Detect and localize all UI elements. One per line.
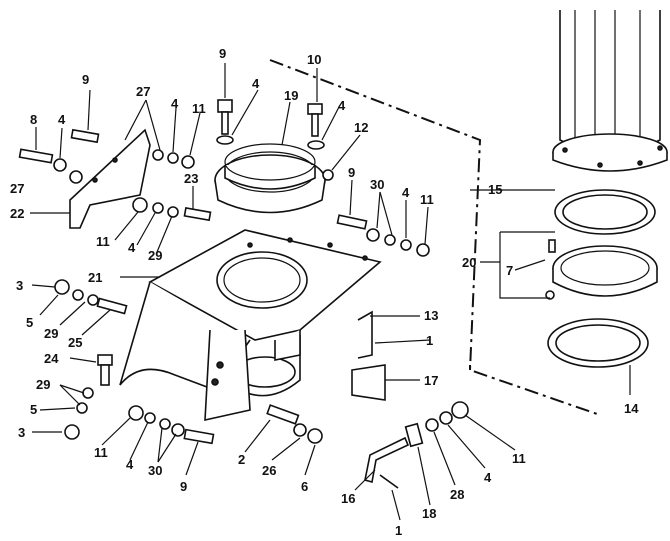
callout-7: 7: [506, 263, 513, 278]
callout-10: 10: [307, 52, 321, 67]
callout-9: 9: [348, 165, 355, 180]
callout-8: 8: [30, 112, 37, 127]
ring-seal-14: [547, 318, 649, 368]
callout-15: 15: [488, 182, 502, 197]
callout-6: 6: [301, 479, 308, 494]
rod-16: [364, 422, 424, 489]
callout-11: 11: [512, 451, 526, 466]
callout-3: 3: [16, 278, 23, 293]
callout-12: 12: [354, 120, 368, 135]
callout-16: 16: [341, 491, 355, 506]
callout-11: 11: [420, 192, 434, 207]
callout-4: 4: [128, 240, 136, 255]
callout-4: 4: [484, 470, 492, 485]
ring-seal-15: [554, 189, 656, 235]
callout-9: 9: [219, 46, 226, 61]
callout-labels: 9 10 4 19 4 12 9 27 8 4 4 11 27 23 22 11…: [10, 46, 639, 538]
callout-28: 28: [450, 487, 464, 502]
callout-13: 13: [424, 308, 438, 323]
callout-9: 9: [180, 479, 187, 494]
column-tube: [552, 10, 668, 172]
callout-21: 21: [88, 270, 102, 285]
callout-4: 4: [252, 76, 260, 91]
callout-17: 17: [424, 373, 438, 388]
leader-lines: [30, 63, 631, 521]
bearing-ring: [545, 239, 658, 300]
assembly-boundary-line: [269, 59, 601, 416]
callout-27: 27: [136, 84, 150, 99]
callout-1: 1: [395, 523, 402, 538]
callout-2: 2: [238, 452, 245, 467]
callout-11: 11: [94, 445, 108, 460]
callout-5: 5: [26, 315, 33, 330]
callout-11: 11: [192, 101, 206, 116]
callout-4: 4: [126, 457, 134, 472]
main-bracket-21: [119, 229, 382, 422]
flange-ring-19: [214, 143, 326, 214]
fasteners: [18, 99, 469, 445]
callout-9: 9: [82, 72, 89, 87]
callout-5: 5: [30, 402, 37, 417]
callout-3: 3: [18, 425, 25, 440]
callout-26: 26: [262, 463, 276, 478]
callout-20: 20: [462, 255, 476, 270]
callout-18: 18: [422, 506, 436, 521]
callout-22: 22: [10, 206, 24, 221]
callout-4: 4: [402, 185, 410, 200]
callout-25: 25: [68, 335, 82, 350]
callout-23: 23: [184, 171, 198, 186]
callout-4: 4: [338, 98, 346, 113]
left-bracket-22: [69, 128, 151, 229]
callout-11: 11: [96, 234, 110, 249]
clamp-17: [351, 310, 386, 401]
callout-24: 24: [44, 351, 59, 366]
callout-30: 30: [148, 463, 162, 478]
callout-4: 4: [171, 96, 179, 111]
callout-29: 29: [44, 326, 58, 341]
callout-29: 29: [36, 377, 50, 392]
callout-19: 19: [284, 88, 298, 103]
callout-14: 14: [624, 401, 639, 416]
callout-1: 1: [426, 333, 433, 348]
callout-29: 29: [148, 248, 162, 263]
callout-4: 4: [58, 112, 66, 127]
callout-27: 27: [10, 181, 24, 196]
callout-30: 30: [370, 177, 384, 192]
